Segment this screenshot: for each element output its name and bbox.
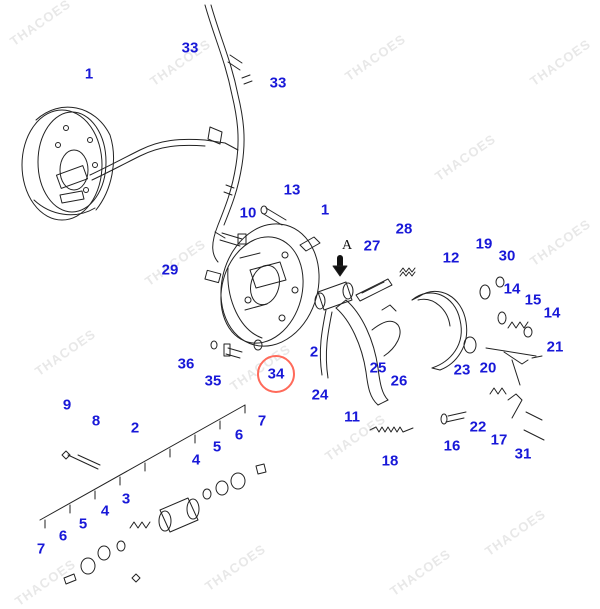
bolt-13 bbox=[260, 205, 287, 226]
bolt-35-36 bbox=[210, 339, 263, 359]
callout-4a[interactable]: 4 bbox=[191, 451, 201, 469]
callout-4b[interactable]: 4 bbox=[100, 502, 110, 520]
callout-5a[interactable]: 5 bbox=[212, 438, 222, 456]
callout-7b[interactable]: 7 bbox=[36, 540, 46, 558]
callout-36[interactable]: 36 bbox=[177, 355, 195, 373]
cross-cable bbox=[89, 138, 206, 181]
spring-18 bbox=[369, 426, 414, 433]
callout-6b[interactable]: 6 bbox=[58, 527, 68, 545]
callout-25[interactable]: 25 bbox=[369, 359, 387, 377]
callout-31[interactable]: 31 bbox=[514, 445, 532, 463]
cylinder-exploded bbox=[39, 404, 267, 585]
lever-parts bbox=[440, 359, 545, 441]
callout-24[interactable]: 24 bbox=[311, 386, 329, 404]
callout-9[interactable]: 9 bbox=[62, 396, 72, 414]
callout-26[interactable]: 26 bbox=[390, 372, 408, 390]
spring-28 bbox=[399, 267, 416, 277]
adjuster-27 bbox=[355, 278, 393, 302]
callout-29[interactable]: 29 bbox=[161, 261, 179, 279]
callout-33b[interactable]: 33 bbox=[269, 74, 287, 92]
brake-shoe-11 bbox=[335, 299, 401, 406]
callout-33a[interactable]: 33 bbox=[181, 39, 199, 57]
brake-shoe-12 bbox=[411, 290, 468, 371]
callout-15[interactable]: 15 bbox=[524, 291, 542, 309]
section-arrow bbox=[332, 255, 348, 277]
callout-10[interactable]: 10 bbox=[239, 204, 257, 222]
callout-18[interactable]: 18 bbox=[381, 452, 399, 470]
bolt-10 bbox=[214, 231, 247, 247]
callout-13[interactable]: 13 bbox=[283, 181, 301, 199]
callout-1b[interactable]: 1 bbox=[320, 201, 330, 219]
callout-19[interactable]: 19 bbox=[475, 235, 493, 253]
section-letter: A bbox=[342, 238, 353, 253]
callout-12[interactable]: 12 bbox=[442, 249, 460, 267]
callout-28[interactable]: 28 bbox=[395, 220, 413, 238]
small-parts-right bbox=[463, 276, 543, 365]
callout-2b[interactable]: 2 bbox=[130, 419, 140, 437]
callout-14b[interactable]: 14 bbox=[543, 304, 561, 322]
callout-21[interactable]: 21 bbox=[546, 338, 564, 356]
left-backplate bbox=[21, 106, 115, 221]
callout-6a[interactable]: 6 bbox=[234, 426, 244, 444]
callout-5b[interactable]: 5 bbox=[78, 515, 88, 533]
plug-29 bbox=[204, 269, 222, 284]
callout-17[interactable]: 17 bbox=[490, 431, 508, 449]
callout-27[interactable]: 27 bbox=[363, 237, 381, 255]
callout-14a[interactable]: 14 bbox=[503, 280, 521, 298]
callout-11[interactable]: 11 bbox=[344, 408, 360, 426]
callout-2a[interactable]: 2 bbox=[309, 343, 319, 361]
brake-cable bbox=[204, 4, 253, 263]
wheel-cylinder bbox=[314, 281, 354, 311]
highlight-circle-34 bbox=[257, 355, 295, 393]
callout-3[interactable]: 3 bbox=[121, 490, 131, 508]
callout-30[interactable]: 30 bbox=[498, 247, 516, 265]
center-backplate bbox=[220, 223, 321, 347]
callout-16[interactable]: 16 bbox=[443, 437, 461, 455]
callout-23[interactable]: 23 bbox=[453, 361, 471, 379]
callout-34[interactable]: 34 bbox=[267, 365, 285, 383]
callout-7a[interactable]: 7 bbox=[257, 412, 267, 430]
callout-22[interactable]: 22 bbox=[469, 418, 487, 436]
callout-20[interactable]: 20 bbox=[479, 359, 497, 377]
callout-1a[interactable]: 1 bbox=[84, 65, 94, 83]
callout-8[interactable]: 8 bbox=[91, 412, 101, 430]
callout-35[interactable]: 35 bbox=[204, 372, 222, 390]
shoe-24 bbox=[319, 309, 333, 379]
